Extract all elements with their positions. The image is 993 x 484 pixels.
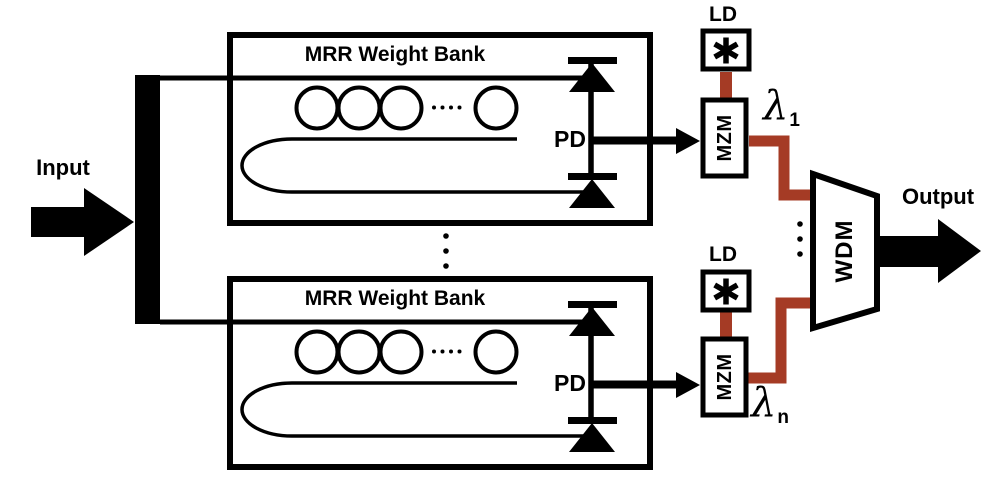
input-splitter-bar [135,75,160,324]
output-arrow-icon [878,219,981,283]
wdm-label: WDM [830,219,858,283]
output-label: Output [901,184,975,209]
photodiode-triangle-icon [569,423,615,452]
wavelength-1-label: λ1 [763,86,800,132]
pd-output-arrowhead-icon [676,372,700,398]
ellipsis-dot [797,236,803,242]
fiber-to-wdm [749,135,813,201]
ellipsis-dot [440,105,445,110]
weight-bank-title-top: MRR Weight Bank [304,43,486,66]
pd-label-top: PD [554,126,586,152]
lambda-symbol: λ [763,83,789,129]
ld-mzm-link [720,310,732,339]
microring-row [294,85,519,131]
pd-output-arrowhead-icon [676,128,700,154]
microring-row [294,329,519,375]
input-arrow-icon [31,188,134,256]
ellipsis-dot [432,105,436,110]
microring [473,85,519,131]
ellipsis-dot [457,349,462,354]
ld-label-top: LD [709,3,737,26]
ellipsis-dot [449,349,453,354]
more-banks-ellipsis [443,233,449,269]
lambda-subscript: 1 [789,110,800,131]
mrr-weight-bank-bottom [160,276,700,470]
mzm-box [700,336,749,418]
wavelength-n-label: λn [751,383,789,429]
input-label: Input [36,155,90,180]
ellipsis-dot [449,105,453,110]
ellipsis-dot [797,221,803,227]
microring [378,329,424,375]
ellipsis-dot [432,349,436,354]
balanced-photodetector [568,57,700,208]
mzm-label-bottom: MZM [714,353,736,401]
drop-waveguide [240,381,586,438]
ellipsis-dot [797,251,803,257]
ld-label-bottom: LD [709,243,737,266]
laser-asterisk-icon [713,278,739,305]
drop-waveguide [240,137,586,194]
mzm-box [700,97,749,179]
fiber-to-wdm [748,297,813,384]
laser-asterisk-icon [713,37,739,64]
photodiode-bar [568,173,617,180]
weight-bank-title-bottom: MRR Weight Bank [304,287,486,310]
microring [473,329,519,375]
mzm-label-top: MZM [714,114,736,162]
balanced-photodetector [568,301,700,452]
ld-mzm-link [720,72,732,100]
ellipsis-dot [443,248,449,254]
mrr-weight-bank-top [160,32,700,226]
microring [378,85,424,131]
photodiode-triangle-icon [569,179,615,208]
lambda-symbol: λ [751,380,777,426]
lambda-subscript: n [777,407,789,428]
weight-bank-box [227,32,653,226]
pd-label-bottom: PD [554,370,586,396]
ellipsis-dot [440,349,445,354]
ellipsis-dot [457,105,462,110]
channel-n [700,269,813,418]
photodiode-bar [568,417,617,424]
ellipsis-dot [443,263,449,269]
wdm-trapezoid [810,169,880,333]
weight-bank-box [227,276,653,470]
ellipsis-dot [443,233,449,239]
channel-1 [700,28,813,201]
wdm-multiplexer [797,169,981,333]
